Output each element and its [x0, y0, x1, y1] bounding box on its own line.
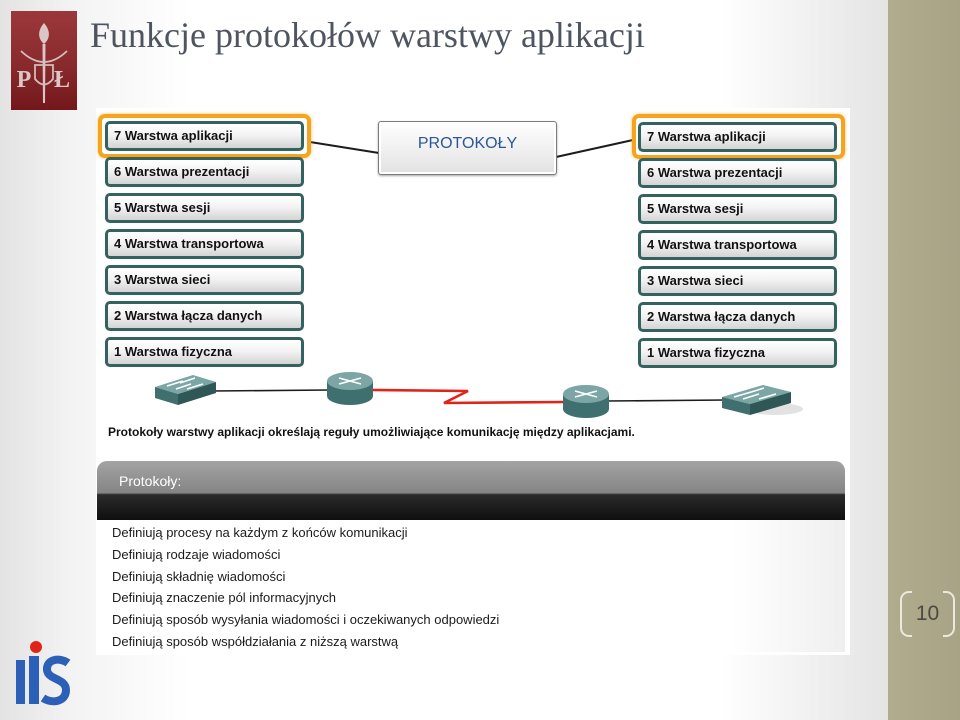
right-layer-1: 1 Warstwa fizyczna: [638, 338, 837, 368]
slide-title: Funkcje protokołów warstwy aplikacji: [90, 15, 645, 55]
switch-arrows: [733, 387, 777, 400]
highlight-right-application-layer: [632, 114, 845, 159]
iis-logo-stem-2: [29, 656, 39, 704]
protocol-functions-list: Definiują procesy na każdym z końców kom…: [97, 520, 845, 653]
iis-logo-s-shape: [40, 655, 71, 706]
page-number-bracket-left: [900, 591, 912, 637]
torch-flame-icon: [39, 23, 49, 44]
page-number-bracket-right: [943, 591, 955, 637]
router-icon: [563, 385, 609, 418]
left-layer-1: 1 Warstwa fizyczna: [105, 337, 304, 367]
right-layer-6: 6 Warstwa prezentacji: [638, 158, 837, 188]
list-item: Definiują procesy na każdym z końców kom…: [112, 525, 408, 540]
switch-side-face: [750, 392, 791, 415]
highlight-left-application-layer: [98, 114, 311, 158]
switch-side-face: [178, 382, 216, 405]
left-layer-2: 2 Warstwa łącza danych: [105, 301, 304, 331]
pl-logo-shield-icon: [34, 64, 54, 86]
pl-logo-letter-l: Ł: [54, 67, 70, 93]
left-layer-6: 6 Warstwa prezentacji: [105, 157, 304, 187]
left-layer-5: 5 Warstwa sesji: [105, 193, 304, 223]
switch-arrows: [166, 377, 204, 390]
iis-logo: [16, 641, 71, 706]
link-router-switch-right: [606, 399, 727, 402]
switch-front-face: [155, 387, 178, 405]
router-arrows: [338, 377, 362, 385]
pl-logo-arc: [20, 50, 68, 63]
pl-logo-letter-p: P: [17, 67, 32, 93]
connector-line-right: [555, 139, 634, 158]
left-layer-7: 7 Warstwa aplikacji: [105, 121, 304, 151]
list-item: Definiują składnię wiadomości: [112, 568, 286, 584]
right-layer-5: 5 Warstwa sesji: [638, 194, 837, 224]
protocols-panel: Protokoły: Definiują procesy na każdym z…: [97, 461, 845, 652]
list-item: Definiują znaczenie pól informacyjnych: [112, 590, 337, 606]
router-arrows: [574, 390, 598, 398]
switch-icon: [722, 385, 803, 415]
left-layer-3: 3 Warstwa sieci: [105, 265, 304, 295]
list-item: Definiują sposób wysyłania wiadomości i …: [112, 612, 500, 628]
right-layer-3: 3 Warstwa sieci: [638, 266, 837, 296]
protocols-box: PROTOKOŁY: [378, 121, 557, 175]
left-layer-4: 4 Warstwa transportowa: [105, 229, 304, 259]
connector-line-left: [309, 141, 380, 154]
pl-logo: P Ł: [11, 11, 77, 110]
page-number: 10: [915, 602, 940, 625]
torch-stick-icon: [42, 44, 46, 103]
wan-link-lightning: [371, 388, 565, 405]
link-switch-router-left: [211, 389, 330, 392]
right-layer-7: 7 Warstwa aplikacji: [638, 122, 837, 152]
right-layer-2: 2 Warstwa łącza danych: [638, 302, 837, 332]
right-layer-4: 4 Warstwa transportowa: [638, 230, 837, 260]
protocols-panel-body: Definiują procesy na każdym z końców kom…: [97, 520, 845, 652]
protocols-box-label: PROTOKOŁY: [417, 135, 518, 152]
switch-top-face: [155, 375, 216, 394]
protocols-panel-header: Protokoły:: [97, 461, 845, 520]
switch-front-face: [722, 397, 750, 415]
router-icon: [327, 372, 373, 405]
list-item: Definiują rodzaje wiadomości: [112, 546, 281, 562]
protocols-panel-title: Protokoły:: [119, 473, 182, 489]
page-number-box: 10: [900, 591, 955, 637]
list-item: Definiują sposób współdziałania z niższą…: [112, 633, 399, 649]
iis-logo-stem-1: [16, 660, 25, 704]
switch-icon: [155, 375, 216, 405]
iis-logo-red-dot: [30, 641, 42, 653]
diagram-caption: Protokoły warstwy aplikacji określają re…: [108, 425, 635, 439]
